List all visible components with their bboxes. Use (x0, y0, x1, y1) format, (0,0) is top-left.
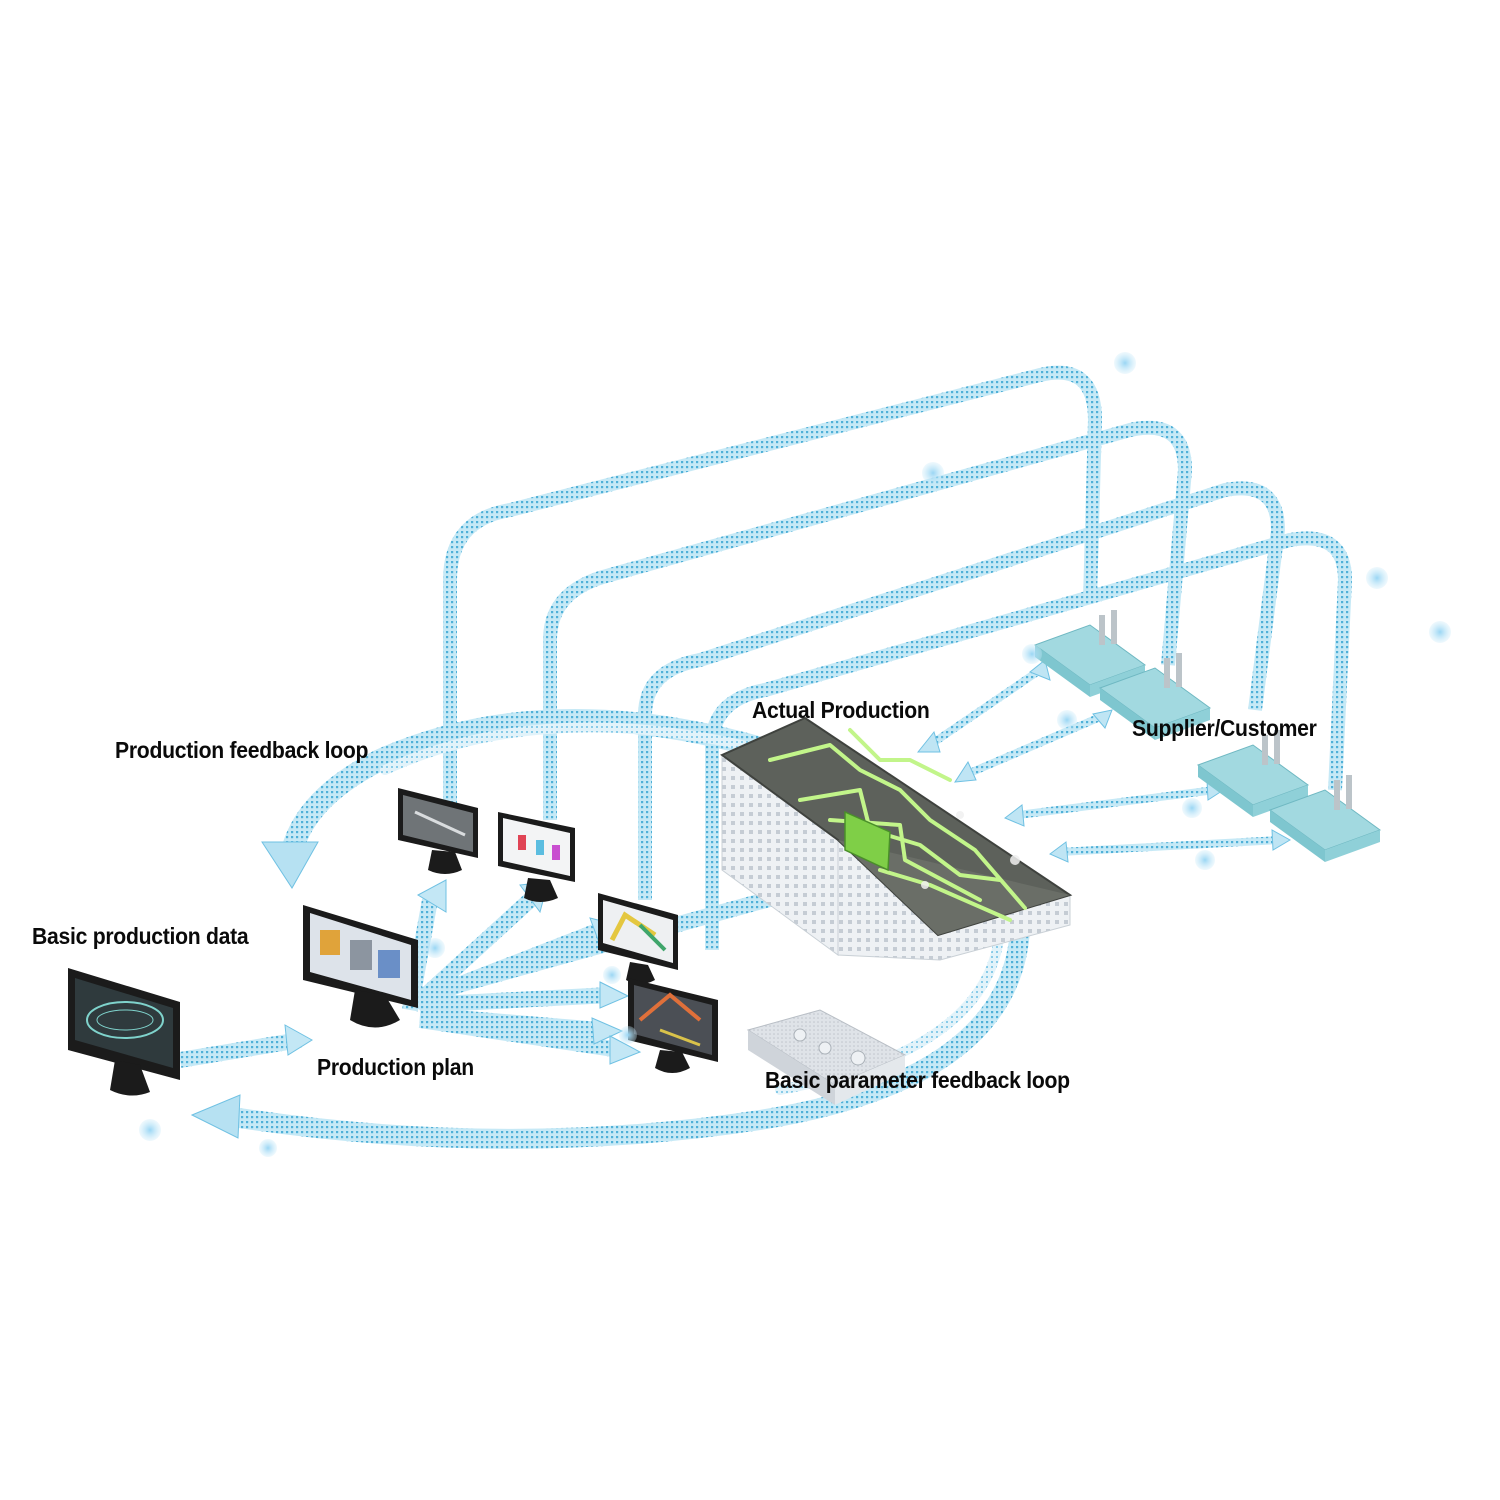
feedback-loop-streams (210, 709, 1030, 1149)
loop-arrowhead-bottom (190, 1094, 241, 1139)
supplier-plant-icon (1033, 610, 1382, 862)
monitor-robot-arm-icon (598, 893, 678, 984)
circuit-board-icon (844, 810, 891, 872)
control-panel-icon (746, 1009, 907, 1105)
supplier-arrowheads (916, 659, 1292, 863)
label-actual-production: Actual Production (752, 697, 930, 723)
circuit-lines (768, 728, 1027, 922)
supplier-exchange-arrows (927, 666, 1281, 856)
factory-building-icon (720, 716, 1073, 961)
monitor-simulation-icon (628, 978, 718, 1073)
floating-data-dots (139, 352, 1451, 1157)
monitor-basic-data-icon (68, 968, 180, 1096)
label-production-plan: Production plan (317, 1054, 474, 1080)
loop-arrowhead-left (261, 841, 319, 889)
label-supplier-customer: Supplier/Customer (1132, 715, 1317, 741)
monitor-video-icon (398, 788, 478, 874)
monitor-chart-icon (498, 812, 575, 902)
label-basic-parameter-feedback-loop: Basic parameter feedback loop (765, 1067, 1070, 1093)
data-stream-arches (443, 365, 1353, 950)
plan-fan-arrows (178, 877, 823, 1068)
label-basic-production-data: Basic production data (32, 923, 249, 949)
label-production-feedback-loop: Production feedback loop (115, 737, 369, 763)
loop-arrowheads (190, 841, 319, 1139)
monitor-plan-icon (303, 905, 418, 1028)
